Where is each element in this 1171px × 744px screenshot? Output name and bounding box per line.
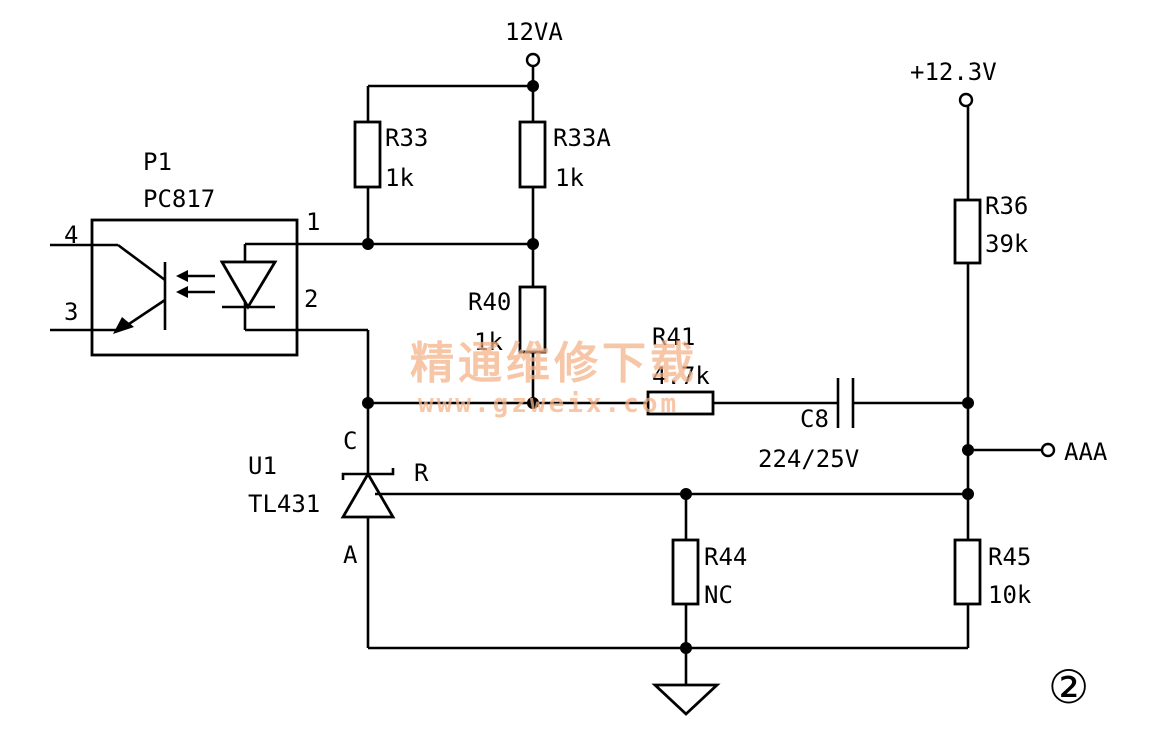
watermark-text: 精通维修下载 <box>410 338 698 389</box>
resistor-r33 <box>353 120 382 189</box>
phototransistor-collector <box>117 243 166 282</box>
light-arrow-icon <box>176 270 188 282</box>
resistor-r45 <box>953 538 982 606</box>
u1-pin-c: C <box>343 427 357 455</box>
r33a-ref: R33A <box>553 124 611 152</box>
junction-dot <box>362 238 374 250</box>
r41-ref: R41 <box>652 323 695 351</box>
light-arrow-icon <box>176 286 188 298</box>
r33-value: 1k <box>385 164 414 192</box>
c8-value: 224/25V <box>758 445 859 473</box>
junction-dot <box>527 397 539 409</box>
r40-ref: R40 <box>468 288 511 316</box>
r36-value: 39k <box>985 230 1029 258</box>
figure-number: ② <box>1048 660 1089 714</box>
supply-12v3-label: +12.3V <box>910 58 997 86</box>
resistor-r33a <box>518 120 547 189</box>
supply-12va-label: 12VA <box>505 18 563 46</box>
r45-ref: R45 <box>988 543 1031 571</box>
junction-dot <box>962 397 974 409</box>
watermark-url: www.gzweix.com <box>418 389 679 419</box>
r33-ref: R33 <box>385 124 428 152</box>
output-label: AAA <box>1064 438 1108 466</box>
u1-ref: U1 <box>248 452 277 480</box>
tl431-shunt-icon <box>340 471 396 519</box>
r41-value: 4.7k <box>652 362 710 390</box>
junction-dot <box>527 238 539 250</box>
junction-dot <box>680 642 692 654</box>
junction-dot <box>962 488 974 500</box>
p1-pin1-label: 1 <box>306 208 320 236</box>
p1-pin3-label: 3 <box>64 298 78 326</box>
output-terminal <box>1040 442 1056 458</box>
p1-pin2-label: 2 <box>304 285 318 313</box>
supply-12v3-terminal <box>958 92 974 108</box>
resistor-r36 <box>953 198 982 265</box>
r36-ref: R36 <box>985 192 1028 220</box>
u1-pin-a: A <box>343 541 358 569</box>
r40-value: 1k <box>474 328 503 356</box>
r33a-value: 1k <box>555 164 584 192</box>
supply-12va-terminal <box>525 52 541 68</box>
u1-part: TL431 <box>248 490 320 518</box>
p1-ref: P1 <box>143 148 172 176</box>
ground-icon <box>651 683 721 716</box>
resistor-r40 <box>518 285 547 354</box>
emitter-arrow-icon <box>113 317 134 334</box>
r44-ref: R44 <box>704 543 747 571</box>
led-diode-icon <box>219 260 278 310</box>
r44-value: NC <box>704 581 733 609</box>
p1-part: PC817 <box>143 185 215 213</box>
c8-ref: C8 <box>800 405 829 433</box>
r45-value: 10k <box>988 581 1032 609</box>
p1-pin4-label: 4 <box>64 221 78 249</box>
optocoupler-p1-body <box>90 218 299 357</box>
resistor-r44 <box>671 538 700 606</box>
u1-pin-r: R <box>414 459 429 487</box>
